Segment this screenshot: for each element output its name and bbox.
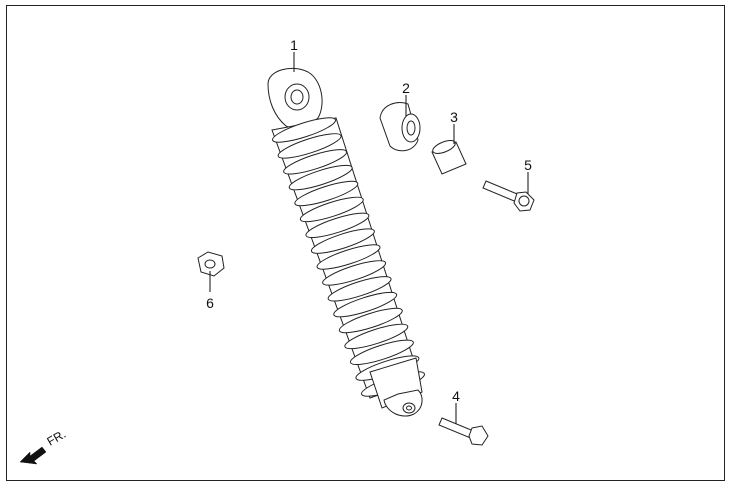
spring-coil <box>283 149 348 175</box>
spring-coil <box>316 244 381 270</box>
callout-5: 5 <box>524 157 532 173</box>
spring-coil <box>299 196 364 223</box>
spring-coil <box>338 307 403 334</box>
callout-2: 2 <box>402 80 410 96</box>
spring-coil <box>322 260 387 286</box>
spring-coil <box>333 291 398 318</box>
shock-absorber <box>267 68 425 417</box>
spring-coil <box>272 117 336 143</box>
front-direction-label: FR. <box>45 427 69 449</box>
spring-coil <box>277 133 342 159</box>
hex-bolt <box>438 417 489 446</box>
spring-coil <box>349 339 414 365</box>
hex-nut <box>197 251 225 277</box>
spring-coil <box>344 323 409 350</box>
callout-4: 4 <box>452 388 460 404</box>
spring-coil <box>294 180 359 207</box>
rubber-bushing <box>379 102 421 152</box>
spring-coil <box>327 276 392 302</box>
spring-coils <box>272 117 425 397</box>
leader-lines <box>209 52 529 424</box>
diagram-frame <box>6 5 725 481</box>
collar <box>431 140 467 175</box>
spring-coil <box>288 164 353 191</box>
spring-coil <box>310 228 375 254</box>
callout-3: 3 <box>450 109 458 125</box>
callout-1: 1 <box>290 37 298 53</box>
spring-coil <box>305 212 370 238</box>
front-direction-arrow-icon <box>19 446 47 465</box>
callout-6: 6 <box>206 295 214 311</box>
flange-bolt <box>482 180 535 212</box>
